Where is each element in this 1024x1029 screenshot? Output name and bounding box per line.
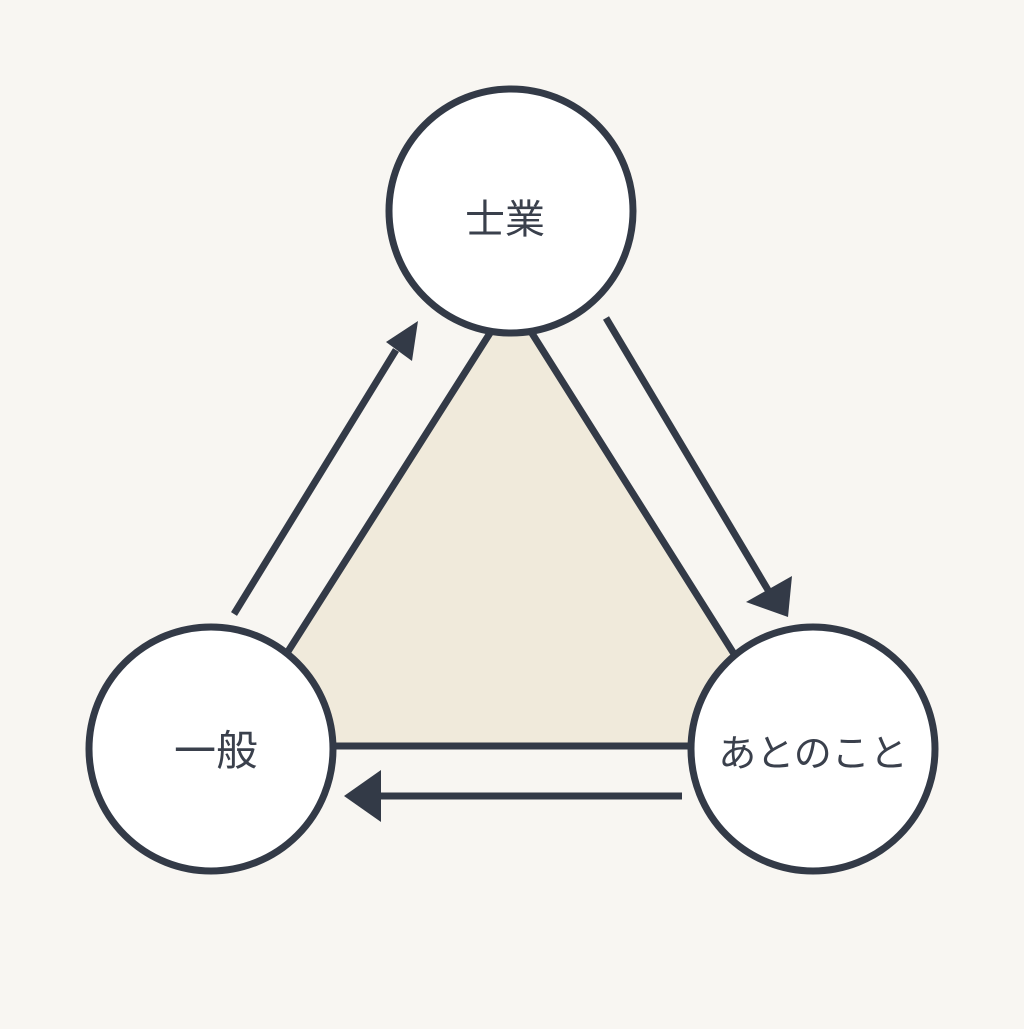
node-right: あとのこと: [687, 623, 939, 875]
node-top-label: 士業: [465, 197, 545, 243]
node-left-circle: [85, 623, 337, 875]
node-left: 一般: [85, 623, 337, 875]
arrow-right-to-left: [344, 770, 682, 822]
arrow-top-to-right: [602, 316, 792, 617]
node-top: 士業: [385, 85, 637, 337]
node-right-label: あとのこと: [718, 732, 908, 776]
node-right-circle: [687, 623, 939, 875]
center-triangle: [224, 296, 796, 750]
arrow-left-to-top: [231, 321, 418, 616]
node-left-label: 一般: [174, 727, 258, 776]
node-top-circle: [385, 85, 637, 337]
